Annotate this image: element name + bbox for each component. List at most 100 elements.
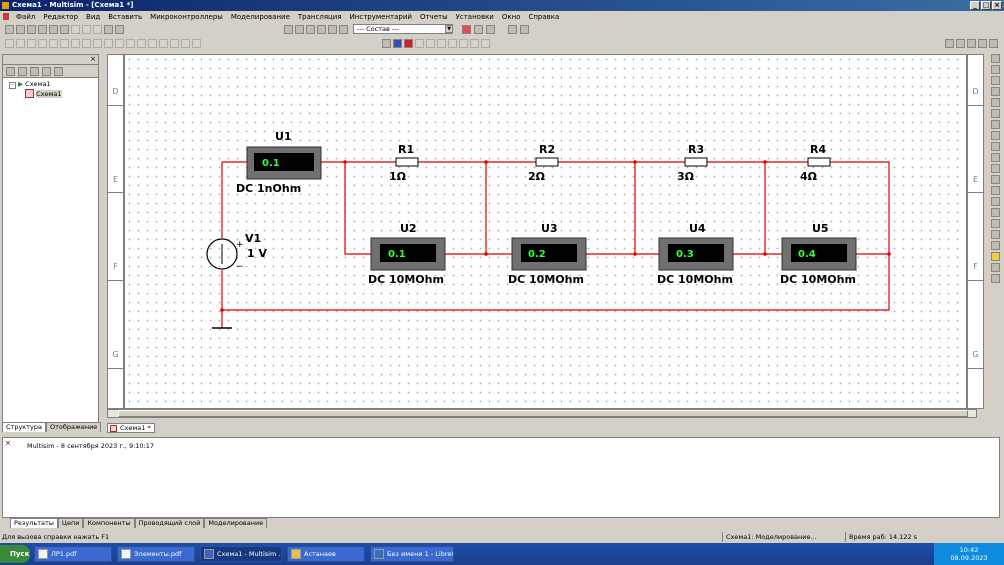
resistor-r1[interactable]: R1 1Ω bbox=[389, 143, 419, 183]
close-icon[interactable]: × bbox=[90, 55, 96, 63]
mcu-icon[interactable] bbox=[159, 39, 168, 48]
bus-icon[interactable] bbox=[181, 39, 190, 48]
tab-results[interactable]: Результаты bbox=[10, 518, 58, 528]
basic-icon[interactable] bbox=[16, 39, 25, 48]
postprocessor-icon[interactable] bbox=[306, 25, 315, 34]
electromechanical-icon[interactable] bbox=[148, 39, 157, 48]
paste-icon[interactable] bbox=[93, 25, 102, 34]
settings-icon[interactable] bbox=[470, 39, 479, 48]
horizontal-scrollbar[interactable] bbox=[107, 409, 977, 418]
voltmeter-u2[interactable]: U2 0.1 DC 10MOhm bbox=[368, 222, 446, 286]
copy-icon[interactable] bbox=[82, 25, 91, 34]
function-generator-icon[interactable] bbox=[990, 65, 1000, 74]
analog-icon[interactable] bbox=[49, 39, 58, 48]
task-multisim[interactable]: Схема1 - Multisim ... bbox=[200, 546, 282, 562]
wire[interactable] bbox=[445, 162, 487, 255]
tree-root[interactable]: - ▶ Схема1 bbox=[9, 80, 51, 89]
chevron-down-icon[interactable]: ▼ bbox=[445, 25, 453, 33]
tektronix-icon[interactable] bbox=[990, 241, 1000, 250]
search-icon[interactable] bbox=[508, 25, 517, 34]
forward-annotate-icon[interactable] bbox=[474, 25, 483, 34]
source-icon[interactable] bbox=[5, 39, 14, 48]
undo-icon[interactable] bbox=[104, 25, 113, 34]
zoom-out-icon[interactable] bbox=[956, 39, 965, 48]
maximize-button[interactable]: □ bbox=[981, 1, 991, 10]
save-icon[interactable] bbox=[38, 25, 47, 34]
frequency-counter-icon[interactable] bbox=[990, 120, 1000, 129]
close-button[interactable]: × bbox=[992, 1, 1002, 10]
spectrum-analyzer-icon[interactable] bbox=[990, 186, 1000, 195]
properties-icon[interactable] bbox=[54, 66, 63, 76]
tab-components[interactable]: Компоненты bbox=[83, 518, 135, 528]
task-lr1-pdf[interactable]: ЛР1.pdf bbox=[34, 546, 112, 562]
tab-nets[interactable]: Цепи bbox=[57, 518, 84, 528]
resistor-r4[interactable]: R4 4Ω bbox=[800, 143, 831, 183]
iv-analyzer-icon[interactable] bbox=[990, 164, 1000, 173]
tree-child[interactable]: Схема1 bbox=[25, 89, 62, 98]
tab-simulation[interactable]: Моделирование bbox=[204, 518, 268, 528]
tab-visibility[interactable]: Отображение bbox=[45, 422, 102, 432]
menu-view[interactable]: Вид bbox=[86, 12, 101, 21]
open-icon[interactable] bbox=[16, 25, 25, 34]
cmos-icon[interactable] bbox=[71, 39, 80, 48]
transistor-icon[interactable] bbox=[38, 39, 47, 48]
task-elements-pdf[interactable]: Элементы.pdf bbox=[117, 546, 195, 562]
misc-icon[interactable] bbox=[126, 39, 135, 48]
back-annotate-icon[interactable] bbox=[486, 25, 495, 34]
agilent-generator-icon[interactable] bbox=[990, 208, 1000, 217]
agilent-multimeter-icon[interactable] bbox=[990, 219, 1000, 228]
spreadsheet-icon[interactable] bbox=[317, 25, 326, 34]
menu-file[interactable]: Файл bbox=[16, 12, 36, 21]
oscilloscope-icon[interactable] bbox=[990, 87, 1000, 96]
logic-converter-icon[interactable] bbox=[990, 142, 1000, 151]
zoom-in-icon[interactable] bbox=[945, 39, 954, 48]
new-design-icon[interactable] bbox=[6, 66, 15, 76]
labview-icon[interactable] bbox=[990, 263, 1000, 272]
indicator-icon[interactable] bbox=[104, 39, 113, 48]
erc-icon[interactable] bbox=[462, 25, 471, 34]
print-icon[interactable] bbox=[49, 25, 58, 34]
stop-icon[interactable] bbox=[404, 39, 413, 48]
tab-copper-layer[interactable]: Проводящий слой bbox=[134, 518, 205, 528]
redo-icon[interactable] bbox=[115, 25, 124, 34]
voltmeter-u4[interactable]: U4 0.3 DC 10MOhm bbox=[657, 222, 734, 286]
power-icon[interactable] bbox=[115, 39, 124, 48]
probe-icon[interactable] bbox=[426, 39, 435, 48]
zoom-area-icon[interactable] bbox=[967, 39, 976, 48]
start-button[interactable]: Пуск bbox=[0, 545, 30, 563]
zoom-fit-icon[interactable] bbox=[978, 39, 987, 48]
menu-reports[interactable]: Отчеты bbox=[419, 12, 448, 21]
diode-icon[interactable] bbox=[27, 39, 36, 48]
menu-help[interactable]: Справка bbox=[528, 12, 560, 21]
zoom-sheet-icon[interactable] bbox=[989, 39, 998, 48]
step-icon[interactable] bbox=[415, 39, 424, 48]
run-icon[interactable] bbox=[382, 39, 391, 48]
voltage-source-v1[interactable]: + − V1 1 V bbox=[206, 232, 267, 272]
cut-icon[interactable] bbox=[71, 25, 80, 34]
wire[interactable] bbox=[222, 161, 890, 311]
component-wizard-icon[interactable] bbox=[339, 25, 348, 34]
task-folder[interactable]: Астанаев bbox=[287, 546, 365, 562]
scroll-thumb[interactable] bbox=[118, 410, 968, 417]
menu-transfer[interactable]: Трансляция bbox=[297, 12, 342, 21]
minimize-button[interactable]: _ bbox=[970, 1, 980, 10]
multimeter-icon[interactable] bbox=[990, 54, 1000, 63]
voltmeter-u3[interactable]: U3 0.2 DC 10MOhm bbox=[508, 222, 587, 286]
distortion-analyzer-icon[interactable] bbox=[990, 175, 1000, 184]
open-design-icon[interactable] bbox=[18, 66, 27, 76]
ttl-icon[interactable] bbox=[60, 39, 69, 48]
oscilloscope-4ch-icon[interactable] bbox=[990, 98, 1000, 107]
probe-instrument-icon[interactable] bbox=[990, 252, 1000, 261]
resistor-r2[interactable]: R2 2Ω bbox=[528, 143, 559, 183]
schematic-canvas[interactable] bbox=[124, 54, 967, 409]
doc-tab[interactable]: Схема1 * bbox=[107, 423, 155, 433]
tab-hierarchy[interactable]: Структура bbox=[2, 422, 46, 432]
wire[interactable] bbox=[586, 162, 636, 255]
menu-options[interactable]: Установки bbox=[455, 12, 494, 21]
logic-analyzer-icon[interactable] bbox=[990, 153, 1000, 162]
wire-icon[interactable] bbox=[192, 39, 201, 48]
close-design-icon[interactable] bbox=[42, 66, 51, 76]
print-preview-icon[interactable] bbox=[60, 25, 69, 34]
toggle-fullscreen-icon[interactable] bbox=[284, 25, 293, 34]
menu-edit[interactable]: Редактор bbox=[43, 12, 79, 21]
